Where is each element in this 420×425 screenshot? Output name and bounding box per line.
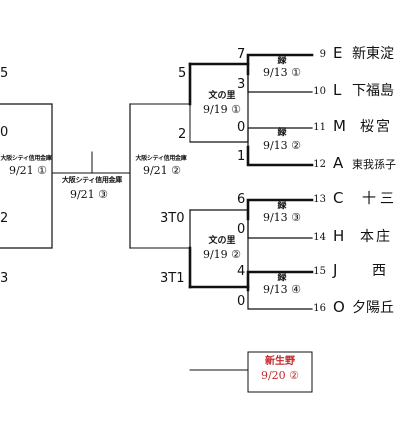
r1-15-16-venue: 緑 [277,273,287,283]
r1-13-14-score-top: 6 [237,192,246,207]
team-seed: 9 [319,49,326,60]
r2-bottom-score-top: 3T0 [160,211,185,226]
team-name: 東我孫子 [352,158,396,171]
team-seed: 16 [313,303,326,314]
r1-13-14-score-bottom: 0 [237,222,246,237]
r1-11-12-date: 9/13 ② [262,139,302,152]
team-name: 下福島 [352,83,394,99]
r1-13-14-venue: 緑 [277,201,287,211]
left-score-4: 3 [0,271,9,286]
team-name: 十三 [362,191,398,207]
r1-9-10-score-bottom: 3 [237,77,246,92]
team-letter: L [333,81,342,99]
left-score-1: 5 [0,66,9,81]
r1-15-16-score-bottom: 0 [237,294,246,309]
team-letter: E [333,44,343,62]
r1-11-12-win [246,145,314,167]
r2-bottom-score-bottom: 3T1 [160,271,185,286]
r2-top-score-bottom: 2 [178,127,187,142]
r3-right-venue: 大阪シティ信用金庫 [135,155,187,162]
r1-11-12-score-bottom: 1 [237,149,246,164]
team-letter: O [333,298,345,316]
team-letter: A [333,154,344,172]
r1-15-16-date: 9/13 ④ [262,283,302,296]
r2-top-score-top: 5 [178,66,187,81]
r1-9-10-venue: 緑 [277,56,287,66]
r1-9-10-win [246,53,314,76]
team-seed: 12 [313,159,326,170]
r2-top-venue: 文の里 [208,91,236,101]
team-letter: H [333,227,345,245]
r3-left-date: 9/21 ① [8,164,48,177]
team-seed: 11 [313,122,326,133]
r2-top-date: 9/19 ① [202,103,242,116]
r1-11-12-venue: 緑 [277,128,287,138]
team-name: 桜宮 [360,119,392,135]
r1-11-12-score-top: 0 [237,120,246,135]
team-letter: J [333,261,338,279]
team-seed: 14 [313,232,326,243]
extra-venue: 新生野 [265,356,295,367]
r1-15-16-score-top: 4 [237,264,246,279]
left-bracket-line-a [0,103,53,249]
team-seed: 10 [313,86,326,97]
team-letter: M [333,117,346,135]
left-score-2: 0 [0,125,9,140]
team-seed: 13 [313,194,326,205]
extra-box [247,351,313,393]
team-name: 本庄 [360,229,392,245]
center-venue: 大阪シティ信用金庫 [62,176,122,184]
r2-bottom-date: 9/19 ② [202,248,242,261]
left-score-3: 2 [0,211,9,226]
r1-9-10-date: 9/13 ① [262,66,302,79]
team-name: 西 [372,263,386,279]
team-letter: C [333,189,344,207]
team-seed: 15 [313,266,326,277]
r1-13-14-date: 9/13 ③ [262,211,302,224]
r1-15-16-win [246,270,314,292]
r3-right-date: 9/21 ② [142,164,182,177]
r3-left-venue: 大阪シティ信用金庫 [0,155,52,162]
team-name: 夕陽丘 [352,300,394,316]
extra-date: 9/20 ② [260,369,300,382]
r1-13-14-win [246,198,314,221]
team-name: 新東淀 [352,46,394,62]
center-date: 9/21 ③ [69,188,109,201]
r2-bottom-venue: 文の里 [208,236,236,246]
r1-9-10-score-top: 7 [237,47,246,62]
